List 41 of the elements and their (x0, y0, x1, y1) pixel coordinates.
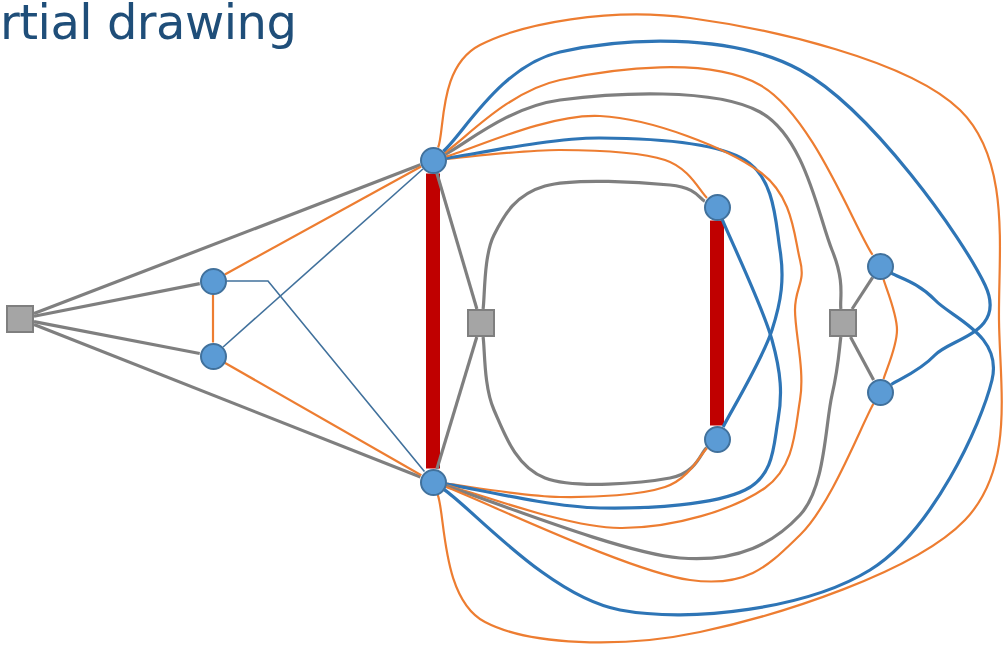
edge-line (33, 163, 421, 316)
edge-line (211, 294, 215, 343)
edge-line (443, 271, 995, 617)
edge-line (446, 148, 708, 199)
edge-line (481, 336, 708, 486)
vertex-circle (866, 252, 894, 280)
vertex-circle (703, 193, 731, 221)
vertex-square (467, 309, 495, 337)
vertex-square (6, 305, 34, 333)
edge-line (435, 172, 479, 310)
edge-line (436, 13, 1003, 644)
edge-line (442, 39, 992, 386)
edge-line (481, 179, 706, 310)
edge-line (445, 336, 843, 561)
edge-line (225, 280, 426, 473)
edge-line (445, 403, 875, 583)
edge-line (443, 66, 874, 256)
edge-line (222, 168, 424, 348)
edge-line (435, 336, 479, 470)
edge-line (33, 323, 422, 479)
edge-line (224, 165, 422, 276)
edge-line (849, 336, 876, 381)
vertex-square (829, 309, 857, 337)
edge-line (33, 282, 201, 318)
edge-line (33, 320, 201, 356)
edge-line (446, 218, 783, 510)
vertex-circle (703, 425, 731, 453)
edge-line (444, 92, 843, 310)
vertex-circle (866, 378, 894, 406)
diagram-title: rtial drawing (0, 0, 297, 50)
edge-line (882, 278, 899, 380)
vertex-circle (199, 267, 227, 295)
vertex-circle (419, 146, 447, 174)
vertex-circle (199, 342, 227, 370)
edge-line (446, 136, 784, 428)
vertex-circle (419, 468, 447, 496)
edge-line (850, 276, 874, 310)
thick-edge (710, 220, 724, 426)
edge-line (445, 114, 803, 530)
thick-edge (426, 173, 440, 469)
edge-line (224, 361, 422, 477)
